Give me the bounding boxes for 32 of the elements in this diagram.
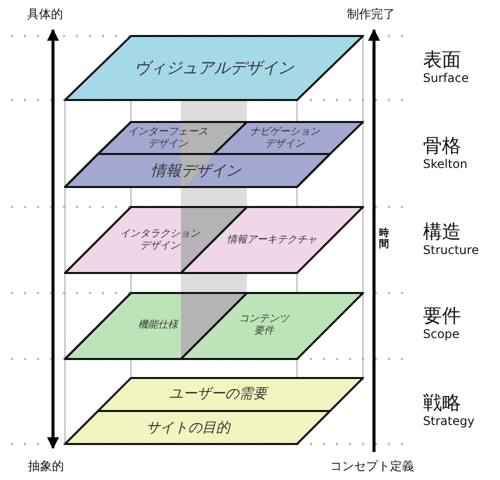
layer-label: ユーザーの需要: [169, 386, 267, 402]
layer-label: 情報アーキテクチャ: [227, 234, 317, 246]
layer-name: 表面: [423, 48, 461, 72]
axis-label: 具体的: [27, 6, 63, 23]
layer-plane: [65, 154, 330, 187]
layer-plane: [65, 36, 363, 100]
layer-plane: [65, 411, 330, 444]
layer-label: コンテンツ要件: [238, 314, 290, 336]
layer-label: 機能仕様: [138, 319, 178, 331]
layer-plane: [98, 378, 363, 411]
layer-label: インタラクションデザイン: [119, 228, 201, 252]
axis-label: コンセプト定義: [330, 458, 414, 475]
layer-name: 戦略: [423, 391, 461, 416]
layer-label: インターフェースデザイン: [127, 126, 209, 150]
layer-label: ヴィジュアルデザイン: [134, 58, 294, 78]
layer-label: ナビゲーションデザイン: [249, 126, 321, 150]
layer-name-english: Skelton: [423, 157, 468, 171]
layer-plane: [214, 122, 363, 154]
layer-name: 骨格: [423, 134, 461, 158]
layer-name: 構造: [423, 220, 461, 245]
layer-label: サイトの目的: [146, 420, 230, 436]
layer-label: 情報デザイン: [151, 162, 241, 180]
layer-name-english: Surface: [423, 71, 469, 85]
axis-label: 抽象的: [28, 458, 64, 475]
layer-name-english: Scope: [423, 327, 460, 341]
layer-plane: [181, 293, 363, 359]
layer-plane: [181, 207, 363, 273]
layer-name-english: Strategy: [423, 414, 474, 428]
axis-label: 時間: [379, 228, 389, 250]
layer-name-english: Structure: [423, 243, 479, 257]
axis-label: 制作完了: [347, 6, 395, 23]
layer-name: 要件: [423, 304, 461, 329]
